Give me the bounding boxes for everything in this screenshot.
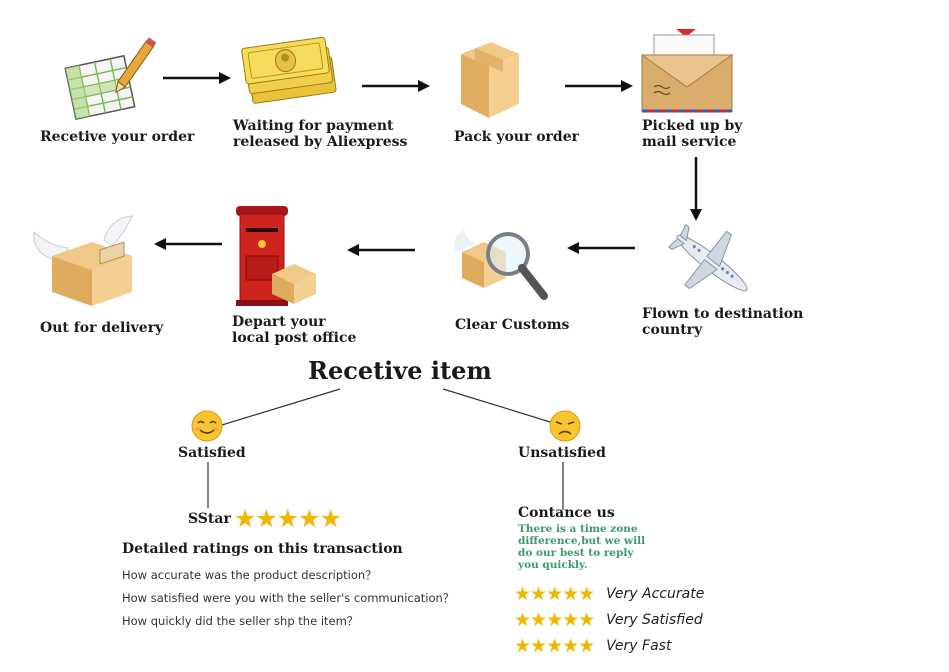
rating-question: How satisfied were you with the seller's… <box>122 591 455 605</box>
arrow-left-1 <box>567 242 635 254</box>
note-line: difference,but we will <box>518 535 646 547</box>
note-line: you quickly. <box>518 559 588 571</box>
step-label-pack-order: Pack your order <box>454 129 580 145</box>
box-icon <box>461 42 519 118</box>
step-label-picked-up: Picked up by mail service <box>642 118 742 150</box>
mailbox-icon <box>236 206 316 306</box>
step-label-receive-order: Recetive your order <box>40 129 195 145</box>
step-label-out-delivery: Out for delivery <box>40 320 164 336</box>
sstar-label: SStar <box>188 510 231 527</box>
contact-us-label: Contance us <box>518 505 615 521</box>
receive-item-title: Recetive item <box>308 356 492 385</box>
rating-label: Very Accurate <box>606 586 705 602</box>
step-label-line: Flown to destination <box>642 306 804 322</box>
arrow-right-3 <box>565 80 633 92</box>
arrow-right-2 <box>362 80 430 92</box>
winged-box-icon <box>33 215 133 306</box>
rating-row-satisfied: ★★★★★ Very Satisfied <box>514 609 703 631</box>
step-label-clear-customs: Clear Customs <box>455 317 570 333</box>
rating-question: How quickly did the seller shp the item？ <box>122 614 359 628</box>
step-label-line: local post office <box>232 330 357 346</box>
star-rating-icon: ★★★★★ <box>514 583 595 605</box>
star-rating-icon: ★★★★★ <box>514 635 595 657</box>
order-sheet-icon <box>64 37 157 121</box>
step-label-line: country <box>642 322 703 338</box>
star-rating-icon: ★★★★★ <box>514 609 595 631</box>
step-label-line: Picked up by <box>642 118 743 134</box>
satisfied-label: Satisfied <box>178 445 246 461</box>
sstar-row: SStar ★★★★★ <box>188 504 342 533</box>
sad-face-icon <box>549 410 581 442</box>
arrow-left-3 <box>154 238 222 250</box>
ratings-heading: Detailed ratings on this transaction <box>122 541 403 557</box>
time-zone-note: There is a time zone difference,but we w… <box>518 523 645 571</box>
rating-row-accurate: ★★★★★ Very Accurate <box>514 583 704 605</box>
rating-label: Very Fast <box>606 638 672 654</box>
airplane-icon <box>667 224 748 292</box>
step-label-line: Depart your <box>232 314 326 330</box>
magnifier-box-icon <box>454 230 548 300</box>
arrow-left-2 <box>347 244 415 256</box>
step-label-line: mail service <box>642 134 737 150</box>
money-icon <box>241 36 337 104</box>
envelope-icon <box>641 29 733 113</box>
rating-row-fast: ★★★★★ Very Fast <box>514 635 671 657</box>
step-label-depart-post: Depart your local post office <box>232 314 356 346</box>
step-label-waiting-payment: Waiting for payment released by Aliexpre… <box>233 118 407 150</box>
smile-face-icon <box>191 410 223 442</box>
step-label-flown: Flown to destination country <box>642 306 803 338</box>
rating-label: Very Satisfied <box>606 612 703 628</box>
rating-question: How accurate was the product description… <box>122 568 377 582</box>
note-line: There is a time zone <box>518 523 638 535</box>
note-line: do our best to reply <box>518 547 634 559</box>
step-label-line: released by Aliexpress <box>233 134 408 150</box>
unsatisfied-label: Unsatisfied <box>518 445 606 461</box>
step-label-line: Waiting for payment <box>233 118 394 134</box>
arrow-down <box>690 157 702 221</box>
arrow-right-1 <box>163 72 231 84</box>
star-rating-icon: ★★★★★ <box>233 504 342 533</box>
